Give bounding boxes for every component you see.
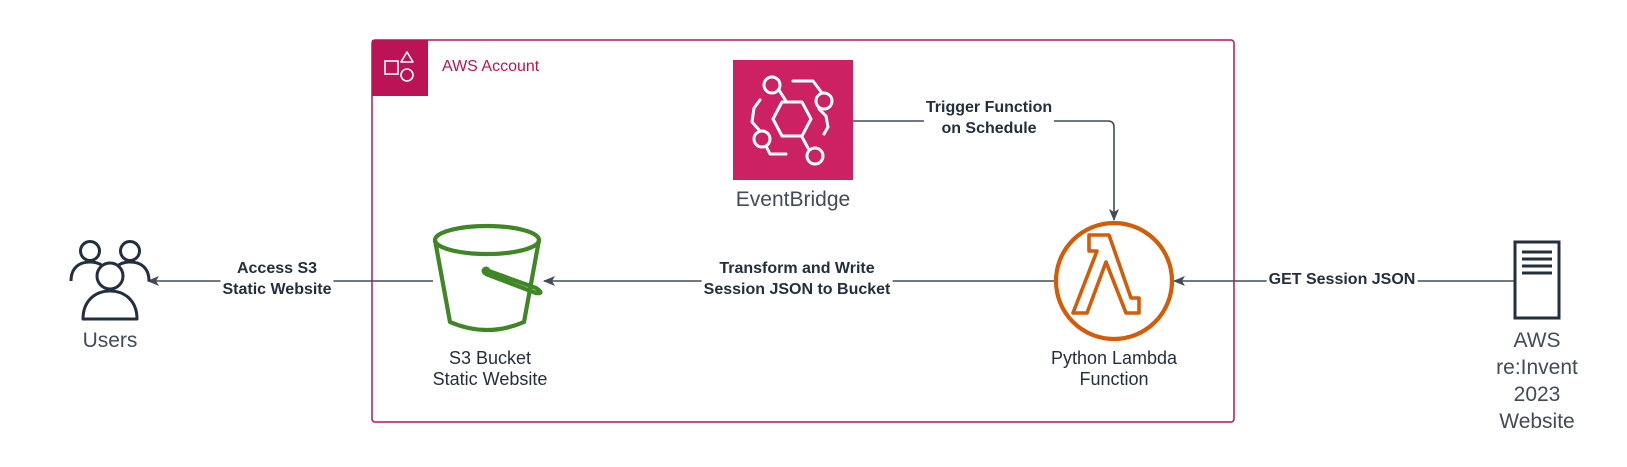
eventbridge-label: EventBridge	[735, 188, 851, 211]
website-label-line4: Website	[1499, 410, 1575, 433]
users-label: Users	[82, 329, 138, 352]
lambda-label-line2: Function	[1079, 369, 1149, 389]
eventbridge-icon	[733, 60, 853, 180]
edge-eventbridge-to-lambda	[853, 120, 1119, 221]
edge-label-lambda-to-s3-line2: Session JSON to Bucket	[703, 281, 891, 298]
edge-label-lambda-to-s3: Transform and Write Session JSON to Buck…	[701, 258, 893, 300]
edge-label-eventbridge-to-lambda-line2: on Schedule	[941, 120, 1037, 137]
edge-label-eventbridge-to-lambda: Trigger Function on Schedule	[923, 97, 1055, 139]
edge-label-s3-to-users-line1: Access S3	[236, 260, 318, 277]
edge-label-s3-to-users: Access S3 Static Website	[220, 258, 334, 300]
s3-bucket-label: S3 Bucket Static Website	[433, 348, 548, 390]
aws-account-group	[371, 39, 1235, 423]
edge-label-s3-to-users-line2: Static Website	[222, 281, 332, 298]
website-label-line3: 2023	[1513, 383, 1561, 406]
server-icon	[1513, 240, 1561, 320]
website-label: AWS re:Invent 2023 Website	[1496, 327, 1578, 435]
edge-label-website-to-lambda: GET Session JSON	[1266, 269, 1418, 290]
lambda-icon	[1053, 220, 1175, 342]
lambda-label-line1: Python Lambda	[1050, 348, 1178, 368]
aws-account-icon	[372, 40, 428, 96]
lambda-label: Python Lambda Function	[1051, 348, 1177, 390]
s3-bucket-label-line1: S3 Bucket	[448, 348, 532, 368]
users-icon	[69, 240, 151, 321]
website-label-line2: re:Invent	[1496, 356, 1578, 379]
s3-bucket-label-line2: Static Website	[432, 369, 548, 389]
s3-bucket-icon	[432, 223, 543, 333]
edge-label-lambda-to-s3-line1: Transform and Write	[719, 260, 875, 277]
edge-label-eventbridge-to-lambda-line1: Trigger Function	[925, 99, 1053, 116]
aws-account-label: AWS Account	[442, 58, 540, 75]
website-label-line1: AWS	[1513, 329, 1561, 352]
